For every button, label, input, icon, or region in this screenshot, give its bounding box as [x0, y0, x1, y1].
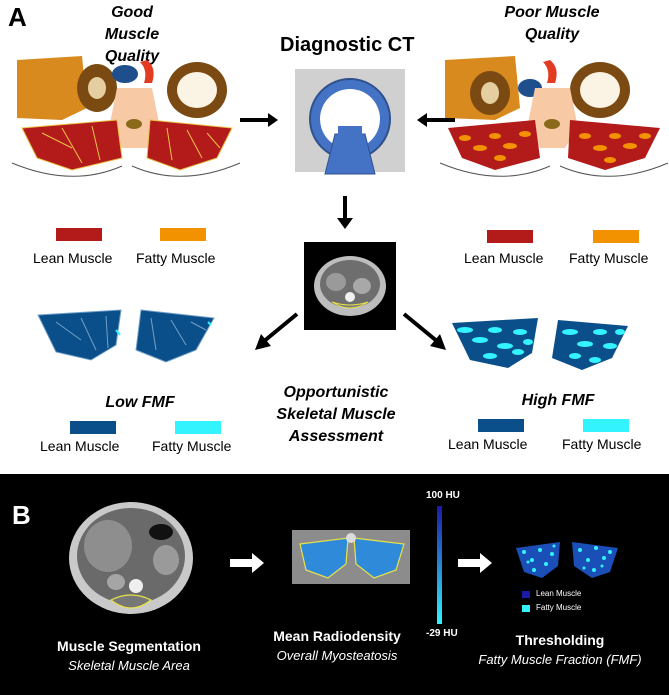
fatty-swatch-bottom-right: [583, 419, 629, 432]
legend-fatty-swatch-b: [522, 605, 530, 612]
lean-label-bottom-right: Lean Muscle: [448, 436, 528, 452]
arrow-down-left-icon: [255, 312, 299, 350]
fatty-swatch-top-right: [593, 230, 639, 243]
hu-colorbar: [437, 506, 442, 624]
legend-lean-swatch-b: [522, 591, 530, 598]
assessment-caption: Opportunistic Skeletal Muscle Assessment: [276, 384, 396, 445]
fatty-swatch-bottom-left: [175, 421, 221, 434]
panel-b: B 100 HU -29 HU Lean: [0, 474, 669, 695]
lean-swatch-bottom-right: [478, 419, 524, 432]
lean-label-bottom-left: Lean Muscle: [40, 438, 120, 454]
legend-fatty-label-b: Fatty Muscle: [536, 603, 582, 612]
step3-title: Thresholding: [515, 632, 605, 648]
low-fmf-muscle-map: [37, 309, 215, 363]
arrow-right-icon: [240, 113, 278, 127]
low-fmf-label: Low FMF: [105, 394, 175, 411]
radiodensity-image: [292, 530, 410, 584]
step3-subtitle: Fatty Muscle Fraction (FMF): [478, 652, 642, 667]
lean-swatch-top-right: [487, 230, 533, 243]
poor-quality-anatomy: [439, 56, 669, 177]
arrow-down-right-icon: [402, 312, 446, 350]
high-fmf-label: High FMF: [521, 392, 595, 409]
vertebra-shape: [109, 88, 160, 148]
lean-swatch-bottom-left: [70, 421, 116, 434]
step2-subtitle: Overall Myosteatosis: [276, 648, 398, 663]
aorta-shape: [140, 60, 154, 83]
scale-top-label: 100 HU: [426, 490, 460, 501]
fatty-label-top-left: Fatty Muscle: [136, 250, 216, 266]
liver-shape: [17, 56, 87, 120]
arrow-left-icon: [417, 113, 455, 127]
diagnostic-ct-title: Diagnostic CT: [280, 34, 415, 56]
lean-label-top-left: Lean Muscle: [33, 250, 113, 266]
ct-slice-thumbnail: [304, 242, 396, 330]
good-quality-anatomy: [11, 56, 241, 177]
poor-quality-title: Poor Muscle Quality: [504, 4, 600, 43]
good-quality-title: Good Muscle Quality: [104, 4, 160, 65]
muscle-right-shape: [146, 119, 233, 171]
lean-swatch-top-left: [56, 228, 102, 241]
arrow-right-2-icon: [458, 553, 492, 573]
lean-label-top-right: Lean Muscle: [464, 250, 544, 266]
fatty-swatch-top-left: [160, 228, 206, 241]
high-fmf-muscle-map: [452, 318, 628, 370]
fatty-label-top-right: Fatty Muscle: [569, 250, 649, 266]
step1-title: Muscle Segmentation: [57, 638, 201, 654]
arrow-down-icon: [337, 196, 353, 229]
panel-b-label: B: [12, 500, 31, 530]
step2-title: Mean Radiodensity: [273, 628, 401, 644]
vein-shape: [112, 65, 138, 83]
arrow-right-1-icon: [230, 553, 264, 573]
scale-bottom-label: -29 HU: [426, 628, 458, 639]
step1-subtitle: Skeletal Muscle Area: [68, 658, 190, 673]
panel-a-label: A: [8, 2, 27, 32]
legend-lean-label-b: Lean Muscle: [536, 589, 582, 598]
thresholded-image: [516, 542, 618, 578]
ct-segmentation-image: [69, 502, 193, 614]
ct-scanner-icon: [295, 69, 405, 175]
fatty-label-bottom-left: Fatty Muscle: [152, 438, 232, 454]
fatty-label-bottom-right: Fatty Muscle: [562, 436, 642, 452]
